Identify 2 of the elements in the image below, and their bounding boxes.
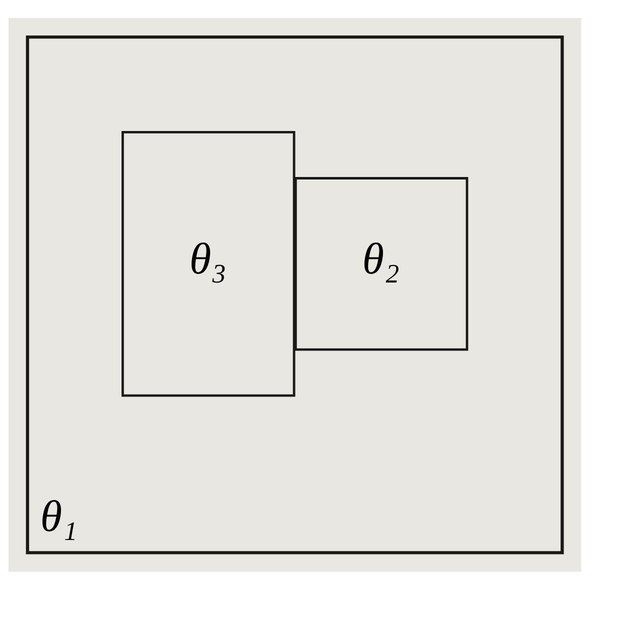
node-box: θ₂ <box>294 176 468 350</box>
node-box: θ₃ <box>122 130 296 396</box>
